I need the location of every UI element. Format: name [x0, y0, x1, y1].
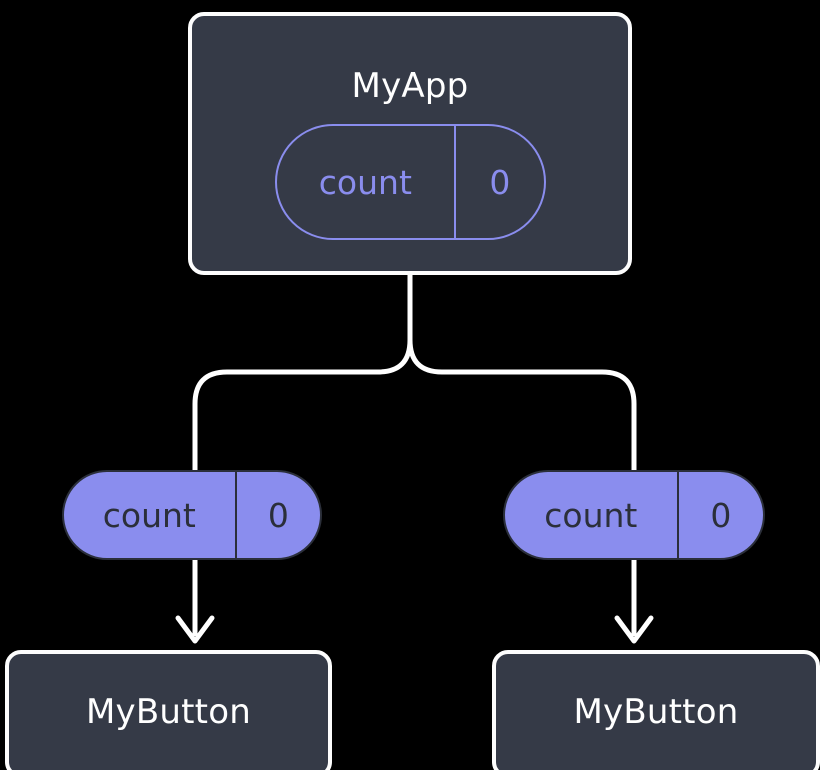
node-mybutton-left-label: MyButton [86, 692, 251, 732]
arrowhead-left-icon [175, 615, 215, 644]
prop-pill-left-count[interactable]: count 0 [62, 470, 322, 560]
prop-pill-right-count[interactable]: count 0 [503, 470, 765, 560]
state-pill-myapp-count[interactable]: count 0 [275, 124, 546, 240]
node-mybutton-right[interactable]: MyButton [492, 650, 820, 770]
wire-root-to-right-prop [407, 272, 637, 473]
state-pill-value: 0 [453, 126, 544, 238]
prop-pill-key: count [102, 495, 196, 535]
arrowhead-right-icon [614, 615, 654, 644]
prop-pill-value: 0 [676, 472, 763, 558]
wire-root-to-left-prop [192, 272, 413, 473]
state-pill-key: count [318, 162, 412, 202]
node-mybutton-left[interactable]: MyButton [5, 650, 332, 770]
prop-pill-key: count [544, 495, 638, 535]
node-mybutton-right-label: MyButton [573, 692, 739, 732]
prop-pill-value: 0 [234, 472, 320, 558]
node-myapp-label: MyApp [351, 66, 469, 106]
